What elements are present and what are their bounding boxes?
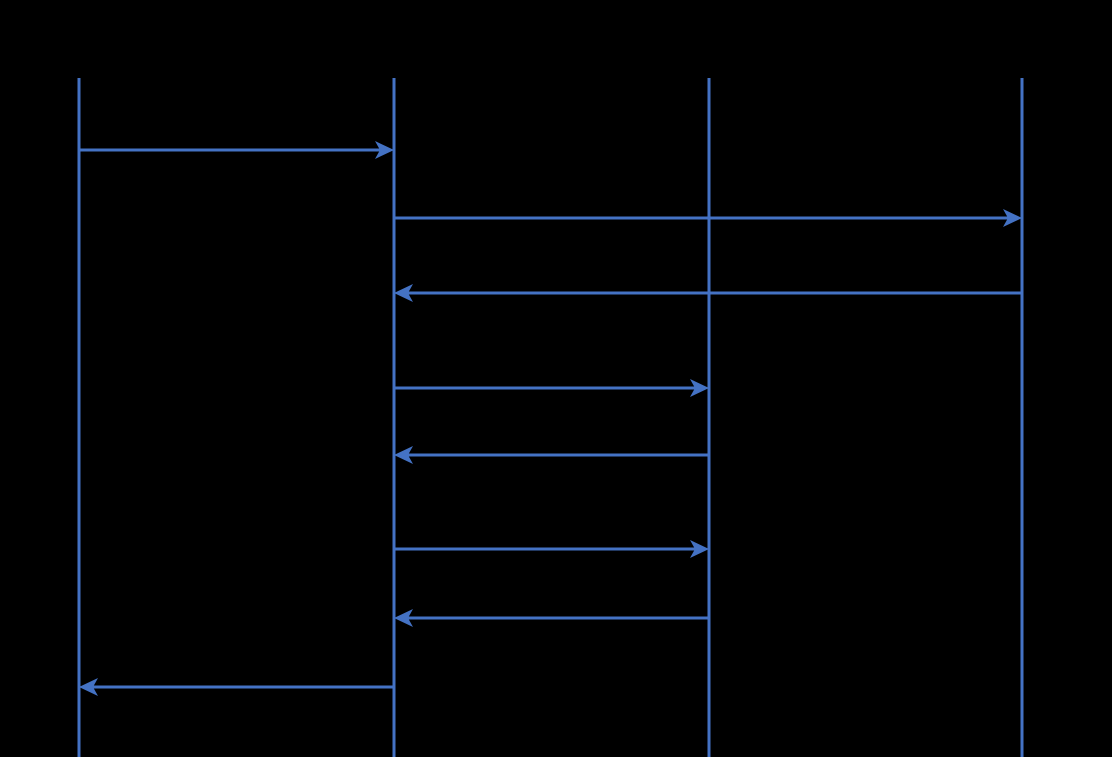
message-arrowhead-icon (690, 540, 709, 558)
message-arrowhead-icon (394, 284, 413, 302)
message-arrowhead-icon (394, 446, 413, 464)
message-arrowhead-icon (394, 609, 413, 627)
message-arrowhead-icon (1003, 209, 1022, 227)
message-arrowhead-icon (690, 379, 709, 397)
message-arrowhead-icon (375, 141, 394, 159)
message-arrowhead-icon (79, 678, 98, 696)
